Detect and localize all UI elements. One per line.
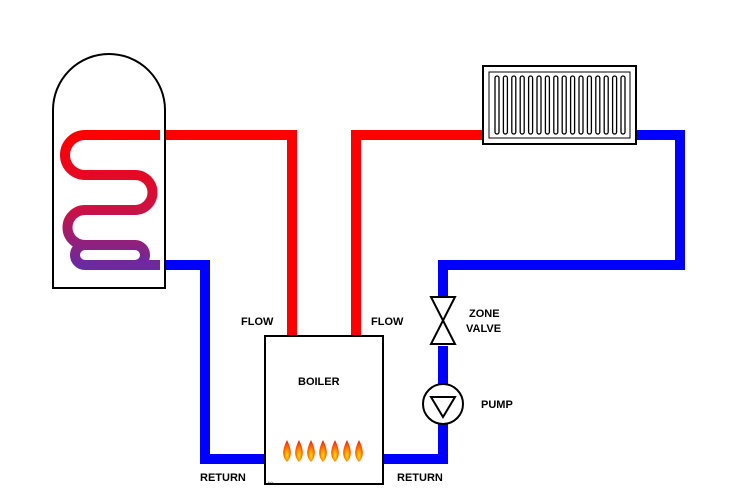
radiator-return-pipe xyxy=(383,130,685,464)
radiator-fin xyxy=(494,75,500,135)
radiator-flow-pipe xyxy=(351,130,484,335)
flame-icon xyxy=(331,440,339,462)
radiator-fin xyxy=(511,75,517,135)
radiator-fin xyxy=(502,75,509,135)
radiator-fin xyxy=(586,75,593,135)
radiator xyxy=(482,65,637,145)
return-left-label: RETURN xyxy=(200,472,246,484)
boiler: BOILER (c) ... xyxy=(264,335,384,485)
return-right-label: RETURN xyxy=(397,472,443,484)
radiator-fin xyxy=(603,75,609,135)
hot-water-cylinder xyxy=(52,53,166,289)
radiator-fin xyxy=(561,75,567,135)
return-pipes xyxy=(160,130,685,464)
zone-valve-label-line2: VALVE xyxy=(466,323,501,335)
flame-icon xyxy=(295,440,303,462)
copyright-mark: (c) ... xyxy=(268,480,277,485)
radiator-fin xyxy=(553,75,559,135)
cylinder-flow-pipe xyxy=(160,130,297,335)
pump xyxy=(422,383,464,425)
pump-icon xyxy=(422,383,464,425)
flame-icon xyxy=(355,440,363,462)
boiler-label: BOILER xyxy=(298,376,340,388)
radiator-fin xyxy=(620,75,626,135)
pump-triangle xyxy=(429,396,457,419)
radiator-fin xyxy=(569,75,576,135)
flow-right-label: FLOW xyxy=(371,316,404,328)
pump-label: PUMP xyxy=(481,399,513,411)
radiator-fin xyxy=(595,75,601,135)
radiator-fin xyxy=(611,75,618,135)
boiler-icon xyxy=(264,335,384,485)
flame-icon xyxy=(319,440,327,462)
flow-pipes xyxy=(160,130,484,335)
burner-flames xyxy=(283,440,363,462)
zone-valve-label-line1: ZONE xyxy=(469,308,500,320)
radiator-fin xyxy=(544,75,551,135)
radiator-fin xyxy=(519,75,525,135)
radiator-icon xyxy=(482,65,637,145)
radiator-fins xyxy=(494,75,626,135)
radiator-fin xyxy=(578,75,584,135)
heating-coil xyxy=(60,130,160,270)
flow-left-label: FLOW xyxy=(241,316,274,328)
zone-valve-icon xyxy=(429,296,457,345)
flame-icon xyxy=(343,440,351,462)
radiator-fin xyxy=(536,75,542,135)
flame-icon xyxy=(307,440,315,462)
zone-valve xyxy=(429,296,457,346)
radiator-fin xyxy=(527,75,534,135)
cylinder-return-pipe xyxy=(160,260,265,464)
flame-icon xyxy=(283,440,291,462)
